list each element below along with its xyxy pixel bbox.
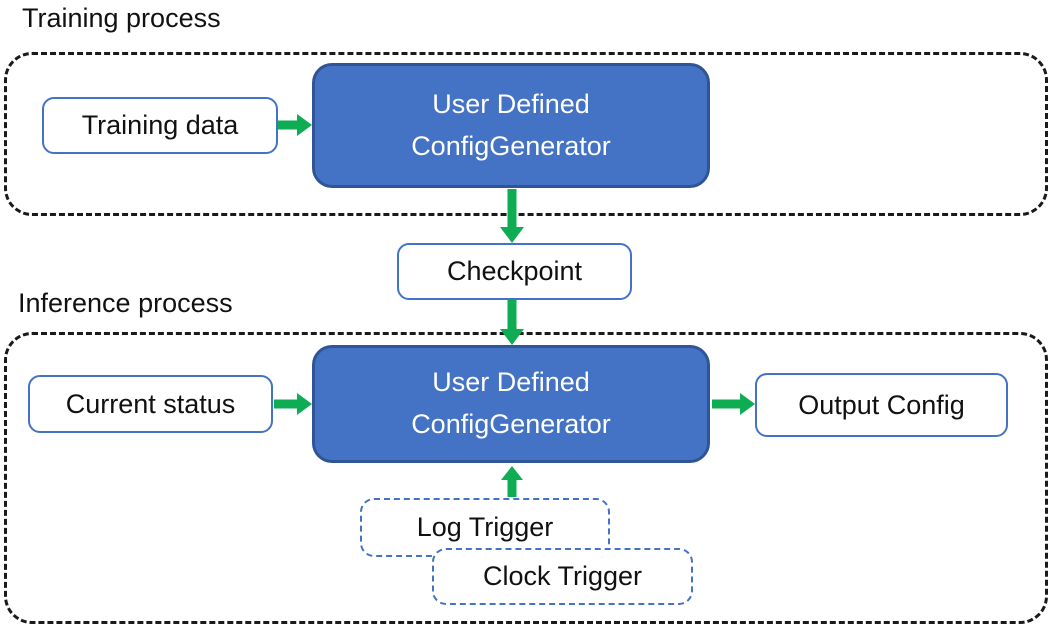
arrow-head bbox=[500, 329, 524, 345]
arrow-shaft bbox=[712, 399, 742, 409]
arrow-shaft bbox=[507, 300, 517, 331]
output-config-node: Output Config bbox=[755, 373, 1008, 437]
arrow-checkpoint-to-generator-icon bbox=[500, 300, 524, 345]
arrow-training-data-to-generator-icon bbox=[278, 114, 312, 136]
current-status-node: Current status bbox=[28, 375, 273, 433]
log-trigger-node: Log Trigger bbox=[360, 498, 610, 557]
training-data-node: Training data bbox=[42, 97, 278, 154]
checkpoint-node: Checkpoint bbox=[397, 243, 632, 300]
training-config-generator-node: User Defined ConfigGenerator bbox=[312, 63, 710, 188]
inference-process-container bbox=[4, 332, 1048, 624]
arrow-head bbox=[501, 466, 523, 480]
arrow-generator-to-output-icon bbox=[712, 393, 755, 415]
arrow-head bbox=[740, 393, 755, 415]
training-process-container bbox=[4, 52, 1048, 216]
training-process-label: Training process bbox=[22, 3, 221, 33]
arrow-shaft bbox=[274, 399, 299, 409]
inference-process-label: Inference process bbox=[18, 288, 233, 318]
arrow-head bbox=[297, 393, 312, 415]
arrow-shaft bbox=[507, 189, 517, 229]
arrow-current-status-to-generator-icon bbox=[274, 393, 312, 415]
inference-config-generator-node: User Defined ConfigGenerator bbox=[312, 345, 710, 463]
arrow-head bbox=[500, 227, 524, 243]
arrow-shaft bbox=[278, 120, 299, 130]
arrow-triggers-to-generator-icon bbox=[501, 466, 523, 497]
arrow-generator-to-checkpoint-icon bbox=[500, 189, 524, 243]
clock-trigger-node: Clock Trigger bbox=[432, 548, 693, 605]
arrow-shaft bbox=[507, 479, 517, 497]
arrow-head bbox=[297, 114, 312, 136]
